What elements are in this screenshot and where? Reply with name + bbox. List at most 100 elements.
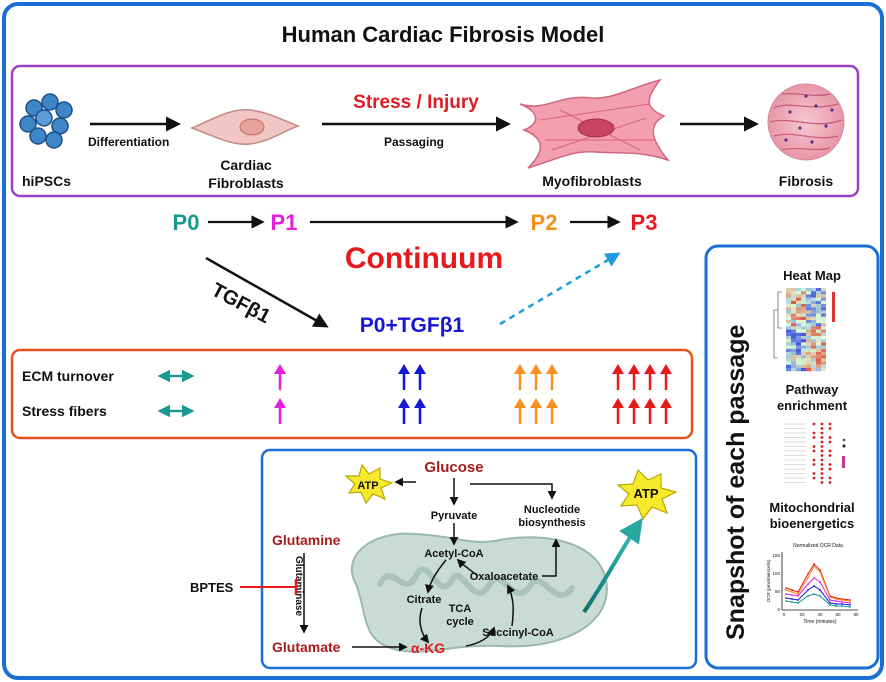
passaging-step-label: Passaging [384, 135, 444, 149]
up-arrow [612, 398, 624, 424]
passage-p2: P2 [531, 210, 558, 235]
up-arrow [612, 364, 624, 390]
heatmap-cell [816, 358, 821, 362]
heatmap-cell [821, 304, 826, 308]
ocr-point [785, 589, 787, 591]
ocr-series-line [785, 563, 851, 601]
heatmap-cell [821, 332, 826, 336]
heatmap-cell [786, 291, 791, 295]
heatmap-cell [801, 368, 806, 372]
ocr-point [813, 585, 815, 587]
oxaloacetate-label: Oxaloacetate [470, 571, 538, 583]
dotplot-dot [828, 467, 832, 471]
heatmap-cell [816, 294, 821, 298]
ocr-point [813, 565, 815, 567]
heatmap-cell [821, 364, 826, 368]
ocr-point [829, 602, 831, 604]
heatmap-cell [806, 336, 811, 340]
mitochondrion-icon [350, 532, 608, 653]
heatmap-cell [816, 332, 821, 336]
up-arrow [414, 364, 426, 390]
heatmap-cell [816, 288, 821, 292]
glucose-to-nucleotide-arrow [470, 483, 557, 500]
heatmap-cell [796, 332, 801, 336]
heatmap-cell [791, 288, 796, 292]
heatmap-cell [801, 329, 806, 333]
mitochondrial-label: Mitochondrial [769, 500, 854, 515]
heatmap-cell [796, 368, 801, 372]
heatmap-legend [832, 292, 835, 322]
ocr-point [819, 595, 821, 597]
heatmap-cell [786, 320, 791, 324]
cardiac-fibroblast-icon [189, 109, 301, 145]
heatmap-cell [811, 304, 816, 308]
heatmap-cell [786, 304, 791, 308]
heatmap-cell [821, 316, 826, 320]
heatmap-cell [801, 294, 806, 298]
heatmap-cell [816, 304, 821, 308]
up-arrow [530, 398, 542, 424]
ocr-xlabel: Time (minutes) [803, 619, 836, 625]
heatmap-cell [801, 288, 806, 292]
heatmap-cell [811, 307, 816, 311]
heatmap-cell [806, 288, 811, 292]
ocr-point [835, 603, 837, 605]
ocr-point [819, 571, 821, 573]
heatmap-cell [796, 320, 801, 324]
heatmap-cell [821, 352, 826, 356]
heatmap-cell [821, 345, 826, 349]
heatmap-cell [796, 310, 801, 314]
ocr-point [813, 563, 815, 565]
ocr-series-line [785, 565, 851, 602]
heatmap-cell [816, 291, 821, 295]
ocr-point [807, 589, 809, 591]
ocr-point [791, 598, 793, 600]
up-arrow [628, 364, 640, 390]
heatmap-cell [821, 288, 826, 292]
citrate-label: Citrate [407, 594, 442, 606]
pathway-dotplot-thumbnail [784, 422, 846, 484]
ocr-point [785, 593, 787, 595]
heatmap-cell [791, 291, 796, 295]
heatmap-cell [786, 323, 791, 327]
heatmap-cell [796, 326, 801, 330]
heatmap-cell [796, 355, 801, 359]
heatmap-cell [786, 297, 791, 301]
ocr-point [813, 577, 815, 579]
atp-burst-icon [344, 463, 394, 505]
heatmap-cell [801, 304, 806, 308]
ocr-point [785, 587, 787, 589]
ocr-point [819, 589, 821, 591]
up-arrow [644, 398, 656, 424]
heatmap-cell [806, 364, 811, 368]
heatmap-cell [806, 329, 811, 333]
stage-fibroblasts-label: Fibroblasts [208, 175, 284, 191]
heatmap-cell [811, 323, 816, 327]
heatmap-cell [791, 358, 796, 362]
phenotype-panel [10, 348, 694, 440]
up-arrow [660, 364, 672, 390]
heatmap-cell [791, 361, 796, 365]
heatmap-cell [801, 345, 806, 349]
heatmap-cell [811, 329, 816, 333]
ocr-xtick-4: 80 [853, 612, 859, 617]
heatmap-cell [806, 300, 811, 304]
ocr-point [791, 589, 793, 591]
glutamine-label: Glutamine [272, 532, 341, 548]
dotplot-dot [820, 436, 824, 439]
heatmap-cell [816, 326, 821, 330]
heatmap-cell [806, 368, 811, 372]
dotplot-dot [828, 422, 832, 426]
heatmap-cell [791, 348, 796, 352]
heatmap-cell [811, 348, 816, 352]
tca-arrow-4 [465, 626, 496, 647]
heatmap-cell [806, 342, 811, 346]
heatmap-cell [821, 355, 826, 359]
tca-arrow-5 [507, 584, 516, 627]
heatmap-cell [791, 342, 796, 346]
ocr-point [835, 605, 837, 607]
heatmap-cell [811, 297, 816, 301]
dotplot-legend-bar [842, 456, 845, 468]
dotplot-dot [812, 476, 816, 480]
heatmap-cell [786, 288, 791, 292]
